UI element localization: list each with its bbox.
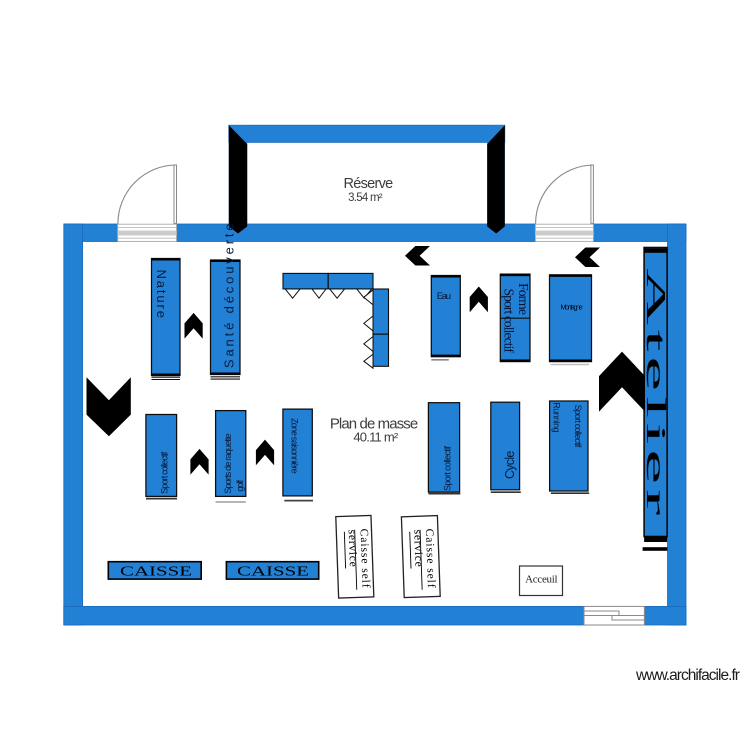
svg-text:Plan de masse: Plan de masse xyxy=(330,415,418,432)
svg-text:Sport collectif: Sport collectif xyxy=(573,405,583,448)
svg-text:Réserve: Réserve xyxy=(343,176,393,192)
svg-text:Sport collectif: Sport collectif xyxy=(160,451,170,494)
svg-text:Sport collectif: Sport collectif xyxy=(502,289,517,354)
svg-text:Sport collectif: Sport collectif xyxy=(443,445,453,491)
svg-text:Montagne: Montagne xyxy=(560,303,582,312)
svg-text:Sports de raquette: Sports de raquette xyxy=(223,433,233,493)
svg-text:CAISSE: CAISSE xyxy=(120,564,192,579)
svg-text:Nature: Nature xyxy=(154,269,169,319)
svg-text:Caisse self: Caisse self xyxy=(358,528,372,588)
svg-text:golf: golf xyxy=(235,479,245,491)
svg-text:CAISSE: CAISSE xyxy=(237,564,309,579)
svg-text:www.archifacile.fr: www.archifacile.fr xyxy=(635,667,740,684)
svg-text:40.11 m²: 40.11 m² xyxy=(353,430,399,445)
svg-text:Caisse self: Caisse self xyxy=(423,529,437,589)
svg-text:Running: Running xyxy=(551,402,561,432)
svg-text:3.54 m²: 3.54 m² xyxy=(348,192,383,204)
svg-text:Eau: Eau xyxy=(437,291,451,302)
svg-text:Santé découverte: Santé découverte xyxy=(222,221,237,369)
svg-text:service: service xyxy=(411,529,424,567)
svg-text:Acceuil: Acceuil xyxy=(525,574,557,586)
svg-text:Atelier: Atelier xyxy=(641,268,671,520)
svg-text:Forme: Forme xyxy=(516,283,531,315)
svg-text:Cycle: Cycle xyxy=(503,451,517,479)
svg-text:Zone saisonnière: Zone saisonnière xyxy=(289,418,299,474)
svg-text:service: service xyxy=(346,529,359,567)
